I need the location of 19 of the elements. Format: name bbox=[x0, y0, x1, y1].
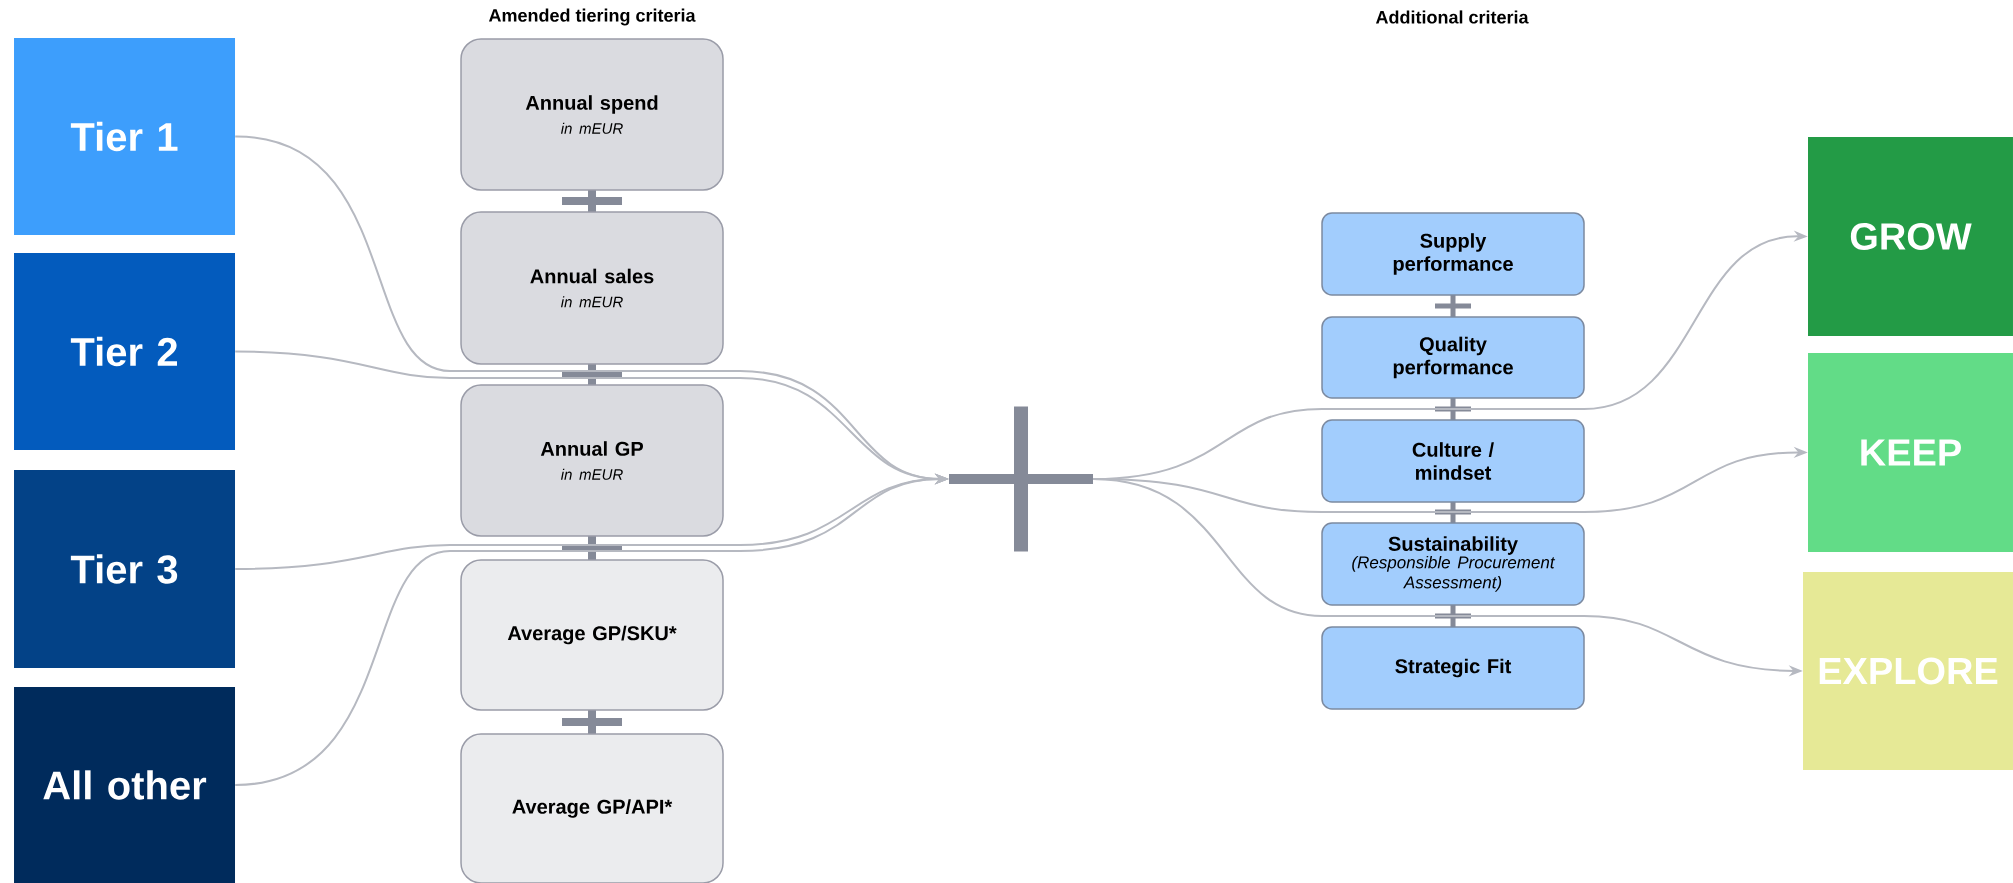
criterion-box: Annual sales in mEUR bbox=[460, 211, 724, 365]
outcome-box: EXPLORE bbox=[1803, 572, 2013, 770]
criterion-box: Quality performance bbox=[1321, 316, 1585, 399]
heading: Additional criteria bbox=[1375, 10, 1529, 24]
outcome-box: GROW bbox=[1808, 137, 2013, 336]
criterion-box: Sustainability (Responsible Procurement Assessment) bbox=[1321, 522, 1585, 606]
outcome-box: KEEP bbox=[1808, 353, 2013, 552]
criterion-box: Average GP/API* bbox=[460, 733, 724, 883]
criterion-box: Culture / mindset bbox=[1321, 419, 1585, 503]
tier-box: All other bbox=[14, 687, 235, 883]
criterion-box: Supply performance bbox=[1321, 212, 1585, 296]
criterion-box: Annual spend in mEUR bbox=[460, 38, 724, 191]
tier-box: Tier 1 bbox=[14, 38, 235, 235]
criterion-box: Strategic Fit bbox=[1321, 626, 1585, 710]
plus-sign bbox=[949, 406, 1093, 552]
criterion-box: Annual GP in mEUR bbox=[460, 384, 724, 537]
tier-box: Tier 3 bbox=[14, 470, 235, 668]
tier-box: Tier 2 bbox=[14, 253, 235, 450]
criterion-box: Average GP/SKU* bbox=[460, 559, 724, 711]
